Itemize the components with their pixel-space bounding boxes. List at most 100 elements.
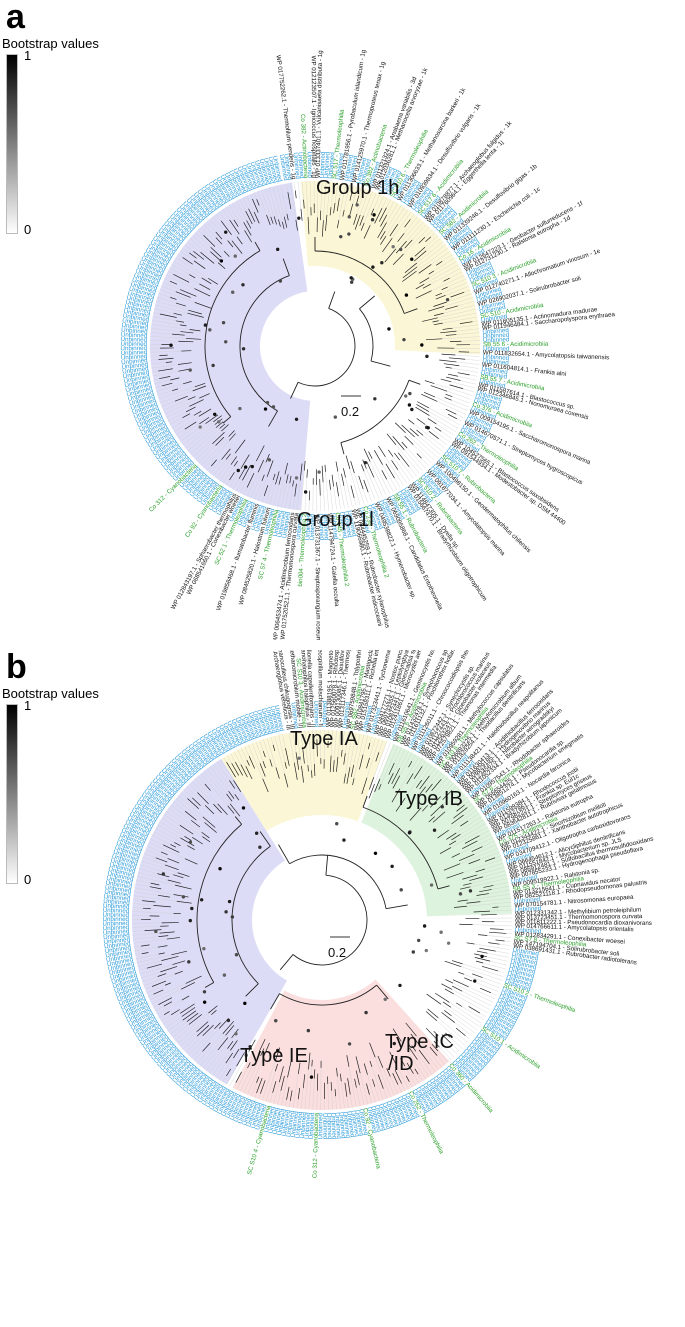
tree-branch: [174, 395, 188, 402]
leaf-guide: [186, 786, 206, 806]
leaf-guide: [248, 744, 263, 779]
leaf-guide: [273, 484, 280, 506]
bootstrap-node: [347, 232, 351, 236]
leaf-label-bin: bin004 - Thermoleophilia 2: [297, 513, 309, 587]
leaf-label-unbinned: Unbinned: [483, 336, 510, 344]
leaf-guide: [373, 194, 381, 209]
leaf-guide: [440, 1004, 478, 1030]
leaf-guide: [482, 840, 495, 847]
tree-branch: [153, 905, 171, 908]
leaf-guide: [461, 1006, 484, 1021]
leaf-guide: [411, 754, 416, 762]
tree-branch: [479, 947, 496, 952]
leaf-label-unbinned: Unbinned: [483, 345, 510, 352]
tree-branch: [235, 761, 243, 776]
leaf-guide: [167, 271, 174, 275]
bootstrap-node: [373, 397, 377, 401]
leaf-guide: [456, 332, 480, 335]
group-band: [300, 181, 480, 355]
tree-branch: [439, 847, 452, 854]
tree-branch: [180, 324, 187, 327]
leaf-guide: [175, 428, 185, 436]
tree-b: WP 013683474.1 - Archaeoglobus veneficus…: [102, 650, 654, 1178]
tree-branch: [222, 1020, 235, 1034]
bootstrap-node: [480, 954, 484, 959]
tree-branch: [246, 472, 255, 488]
leaf-guide: [352, 185, 354, 191]
leaf-guide: [143, 973, 175, 986]
tree-branch: [441, 286, 448, 290]
tree-branch: [391, 768, 401, 785]
tree-branch: [343, 753, 346, 765]
tree-branch: [459, 321, 473, 324]
tree-branch: [177, 362, 192, 365]
leaf-guide: [429, 415, 457, 432]
tree-branch: [262, 761, 266, 769]
tree-branch: [163, 1011, 170, 1015]
bootstrap-node: [276, 1048, 280, 1053]
bootstrap-node: [278, 279, 283, 283]
leaf-label-unbinned: Unbinned: [103, 907, 130, 915]
leaf-guide: [192, 235, 211, 252]
leaf-guide: [477, 866, 505, 876]
leaf-guide: [163, 814, 180, 826]
tree-branch: [325, 214, 328, 231]
leaf-guide: [239, 1051, 260, 1092]
leaf-guide: [161, 817, 193, 838]
tree-branch: [280, 1075, 285, 1091]
bootstrap-node: [445, 297, 450, 302]
leaf-guide: [230, 753, 236, 763]
leaf-guide: [219, 1057, 234, 1080]
leaf-guide: [300, 731, 303, 748]
leaf-guide: [296, 731, 302, 766]
leaf-guide: [160, 390, 193, 403]
leaf-label-unbinned: Unbinned: [317, 1112, 324, 1139]
tree-branch: [394, 452, 400, 461]
leaf-guide: [151, 364, 179, 369]
tree-branch: [289, 1090, 293, 1101]
tree-branch: [426, 993, 442, 1005]
leaf-guide: [255, 741, 264, 762]
leaf-guide: [263, 739, 271, 760]
tree-branch: [196, 1021, 209, 1033]
leaf-guide: [474, 943, 510, 950]
leaf-guide: [159, 821, 185, 837]
tree-branch: [429, 1046, 438, 1056]
leaf-guide: [416, 241, 444, 264]
tree-branch: [227, 805, 235, 814]
bootstrap-node: [372, 213, 376, 217]
bootstrap-node: [221, 320, 226, 325]
tree-branch: [366, 1083, 370, 1095]
leaf-guide: [189, 238, 219, 263]
leaf-guide: [192, 430, 222, 458]
leaf-guide: [162, 399, 189, 411]
tree-branch: [233, 1048, 240, 1059]
tree-branch: [166, 937, 181, 940]
tree-branch: [446, 832, 457, 840]
leaf-guide: [459, 848, 499, 864]
leaf-guide: [487, 935, 512, 938]
tree-branch: [203, 234, 216, 247]
tree-branch: [435, 295, 446, 300]
leaf-guide: [369, 1094, 372, 1104]
tree-branch: [475, 960, 484, 964]
leaf-guide: [345, 731, 349, 754]
leaf-guide: [414, 436, 438, 458]
leaf-guide: [463, 388, 474, 392]
leaf-guide: [452, 396, 470, 404]
tree-branch: [199, 417, 210, 425]
bootstrap-node: [297, 216, 301, 220]
leaf-label-unbinned: Unbinned: [483, 332, 510, 341]
bootstrap-node: [411, 950, 415, 954]
leaf-guide: [487, 953, 509, 958]
leaf-guide: [472, 320, 479, 322]
leaf-guide: [437, 401, 466, 415]
tree-branch: [186, 1012, 199, 1022]
tree-branch: [165, 361, 173, 363]
tree-branch: [321, 465, 324, 483]
tree-branch: [245, 766, 253, 780]
leaf-guide: [401, 1041, 427, 1080]
leaf-guide: [175, 257, 209, 279]
leaf-guide: [417, 1059, 430, 1077]
